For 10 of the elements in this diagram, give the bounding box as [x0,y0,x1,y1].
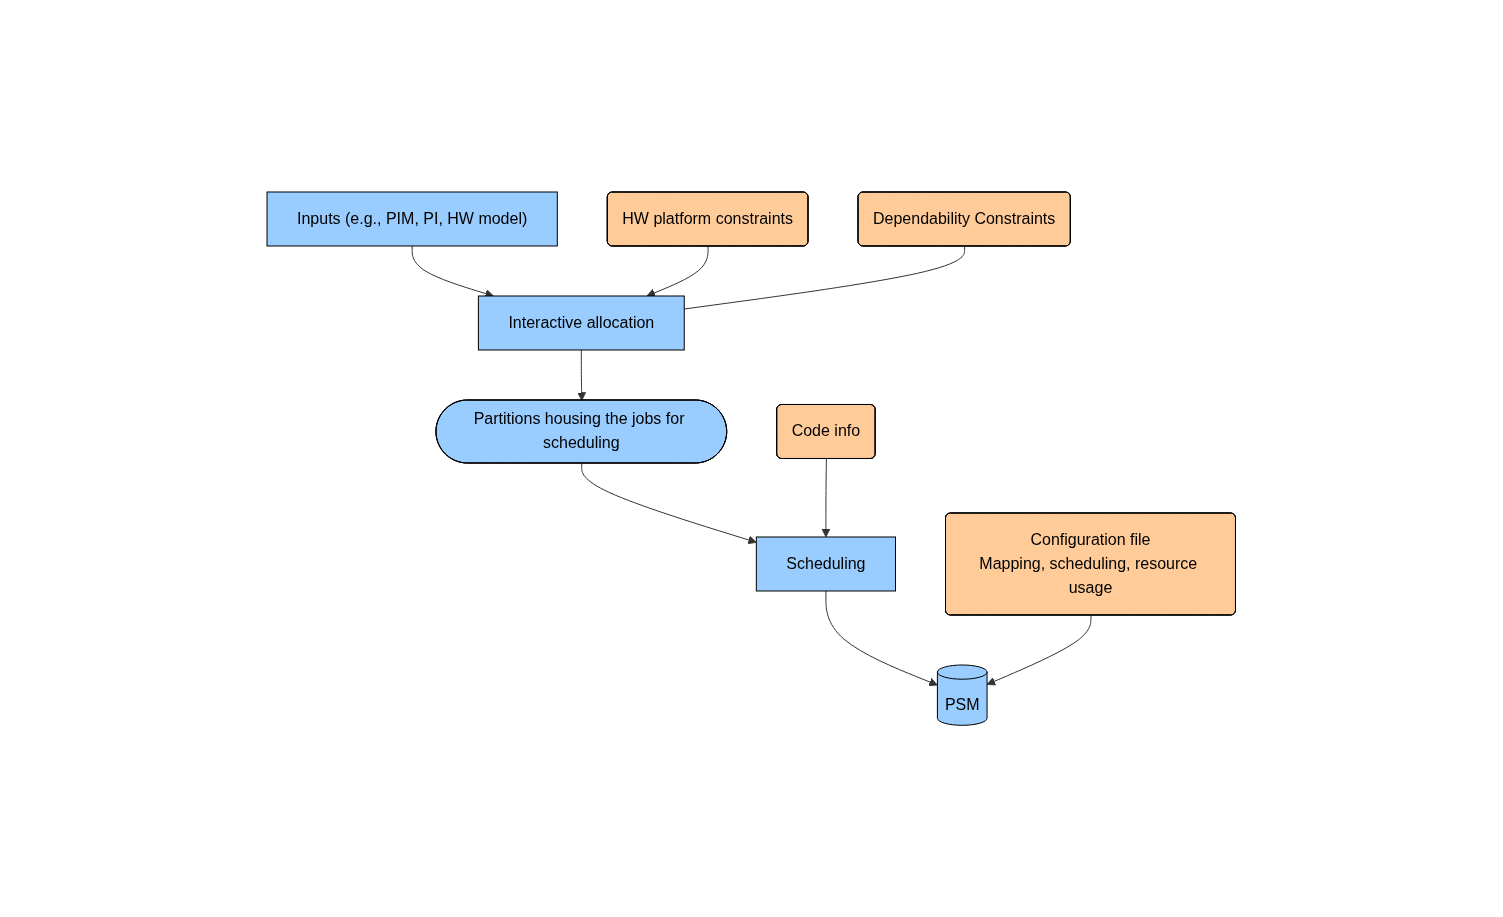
arrow [646,245,709,297]
arrow [821,458,831,538]
node-box: Interactive allocation [478,295,685,351]
arrow [577,349,587,401]
arrow [581,462,757,545]
node-box: Scheduling [756,536,897,592]
arrow [986,614,1092,686]
arrow [825,590,939,687]
node-box: Inputs (e.g., PIM, PI, HW model) [266,191,559,247]
connector [684,245,966,310]
